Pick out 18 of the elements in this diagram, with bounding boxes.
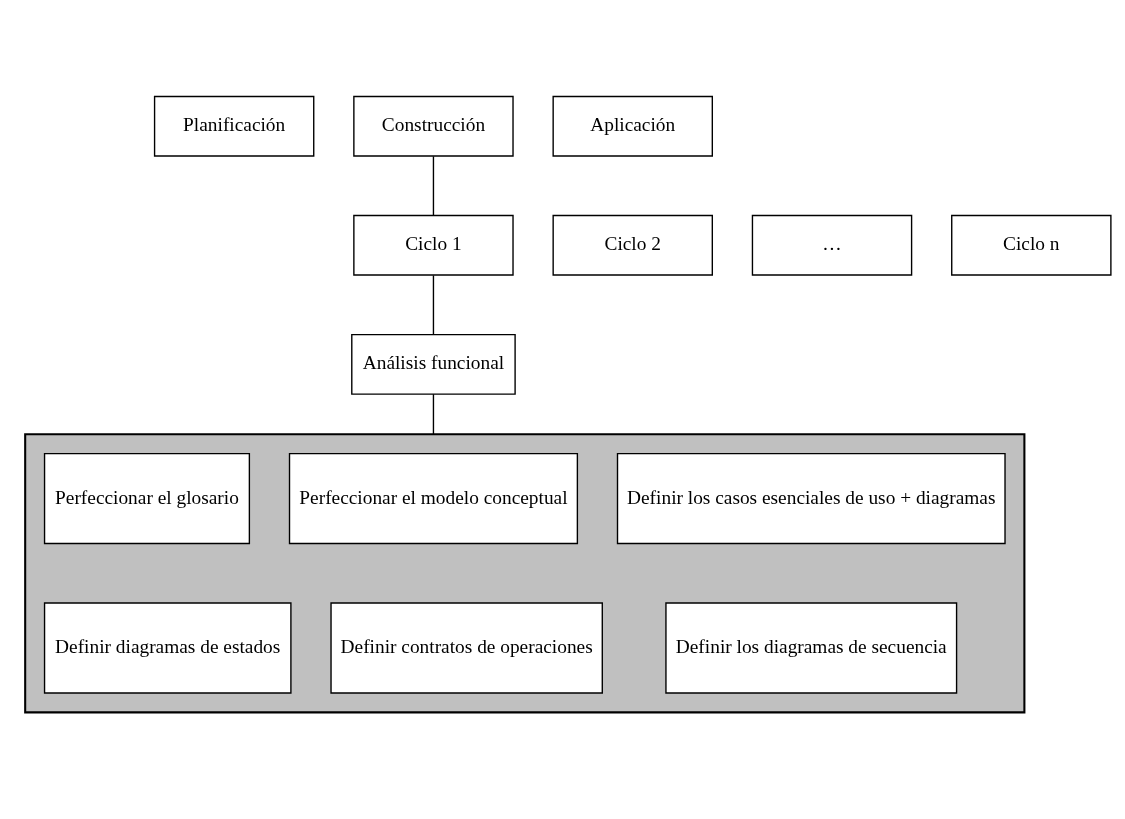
connector	[432, 155, 435, 216]
node-box: Definir los diagramas de secuencia	[665, 601, 958, 694]
node-box: Aplicación	[552, 95, 713, 157]
node-box: Ciclo 2	[552, 214, 713, 276]
node-box: Análisis funcional	[351, 333, 516, 395]
node-box: Perfeccionar el glosario	[43, 452, 251, 544]
node-box: …	[751, 214, 913, 276]
node-box: Construcción	[353, 95, 514, 157]
node-box: Ciclo n	[951, 214, 1112, 276]
connector	[432, 393, 435, 435]
node-box: Definir diagramas de estados	[43, 601, 292, 694]
node-box: Perfeccionar el modelo conceptual	[288, 452, 579, 544]
connector	[432, 274, 435, 335]
node-box: Planificación	[153, 95, 315, 157]
cluster	[24, 432, 1026, 713]
node-box: Ciclo 1	[353, 214, 514, 276]
node-box: Definir contratos de operaciones	[330, 601, 603, 694]
node-box: Definir los casos esenciales de uso + diagramas	[616, 452, 1006, 544]
